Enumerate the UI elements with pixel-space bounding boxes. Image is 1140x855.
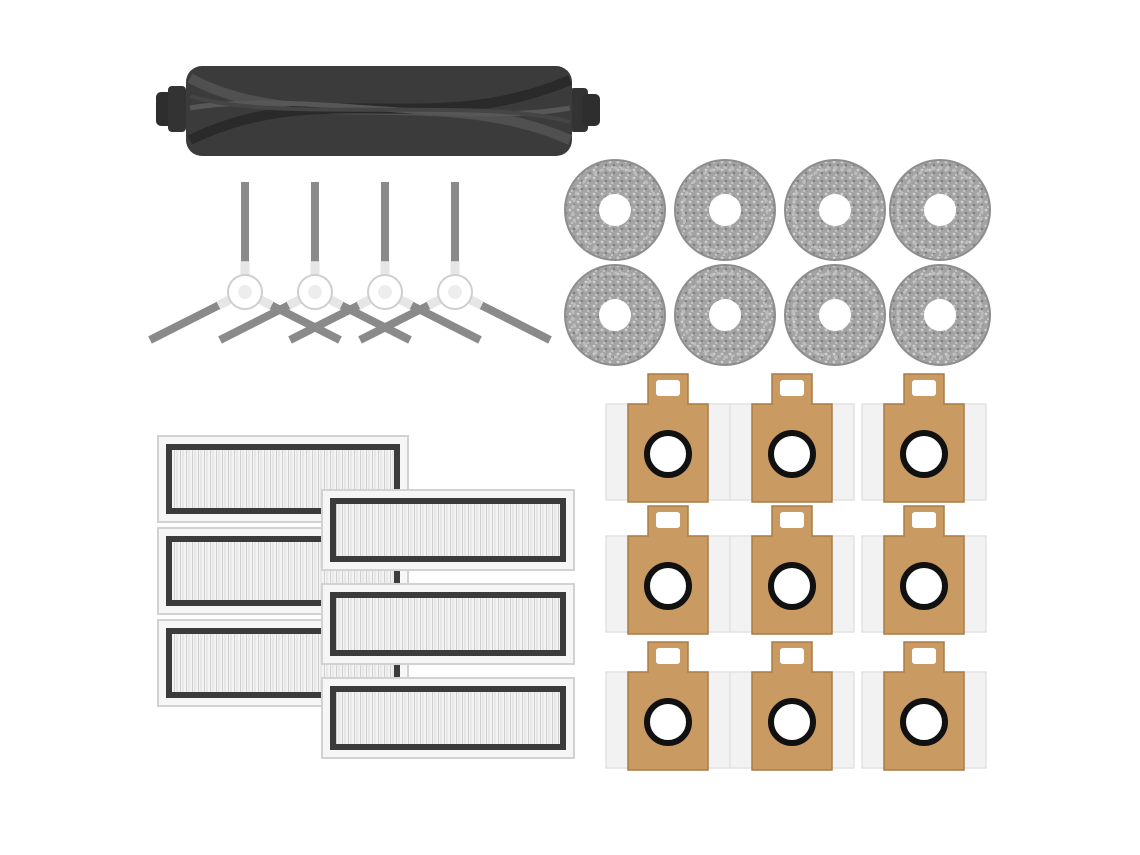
side-brush bbox=[218, 182, 412, 344]
mop-pad bbox=[784, 264, 886, 366]
filter-group bbox=[157, 435, 575, 759]
mop-pad bbox=[784, 159, 886, 261]
dust-bag bbox=[861, 641, 987, 771]
dust-bag bbox=[729, 505, 855, 635]
mop-pad bbox=[564, 264, 666, 366]
hepa-filter bbox=[321, 677, 575, 759]
side-brush bbox=[358, 182, 552, 344]
mop-pad bbox=[674, 264, 776, 366]
mop-pad bbox=[564, 159, 666, 261]
side-brush bbox=[288, 182, 482, 344]
dust-bag bbox=[861, 505, 987, 635]
dust-bag bbox=[605, 641, 731, 771]
side-brush-group bbox=[148, 182, 552, 344]
dust-bag bbox=[861, 373, 987, 503]
hepa-filter bbox=[321, 489, 575, 571]
dust-bag bbox=[729, 641, 855, 771]
mop-pad bbox=[674, 159, 776, 261]
dust-bag bbox=[729, 373, 855, 503]
dust-bag-group bbox=[605, 373, 987, 771]
mop-pad bbox=[889, 264, 991, 366]
main-roller-brush bbox=[156, 66, 600, 156]
mop-pad-group bbox=[564, 159, 991, 366]
dust-bag bbox=[605, 373, 731, 503]
dust-bag bbox=[605, 505, 731, 635]
mop-pad bbox=[889, 159, 991, 261]
hepa-filter bbox=[321, 583, 575, 665]
